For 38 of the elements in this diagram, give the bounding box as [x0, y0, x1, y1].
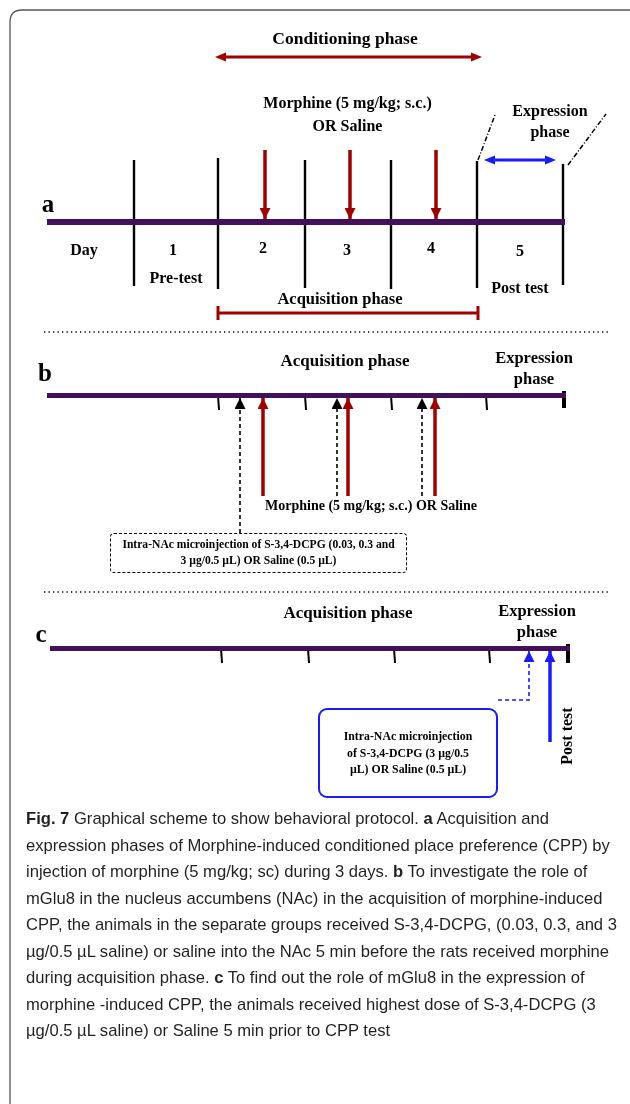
phase-label: Conditioning phase — [272, 27, 418, 50]
day-label: Day — [70, 240, 98, 261]
day-label: 5 — [516, 241, 524, 261]
panel-letter: a — [41, 189, 55, 219]
arrow — [429, 398, 441, 496]
timeline-bar — [47, 393, 566, 398]
phase-label: Acquisition phase — [280, 350, 410, 372]
timeline-bar — [47, 219, 565, 225]
treatment-label: Morphine (5 mg/kg; s.c.) OR Saline — [250, 496, 492, 516]
arrow — [342, 398, 354, 496]
phase-label: Acquisition phase — [277, 288, 403, 310]
dashed-arrow — [234, 397, 246, 534]
dashed-arrow — [416, 397, 428, 497]
dashed-arrow — [331, 397, 343, 497]
day-label: 1 — [169, 240, 177, 260]
day-label: 2 — [259, 238, 267, 258]
phase-label: Acquisition phase — [283, 602, 413, 624]
figure-caption: Fig. 7 Graphical scheme to show behavioral protocol. a Acquisition and expression phases of Morphine-induced conditioned place preference (CPP) by injection of morphine (5 mg/kg; sc) during 3 days. b To investigate the role of mGlu8 in the nucleus accumbens (NAc) in the acquisition of morphine-induced CPP, the animals in the separate groups received S-3,4-DCPG, (0.03, 0.3, and 3 µg/0.5 µL saline) or saline into the NAc 5 min before the rats received morphine during acquisition phase. c To find out the role of mGlu8 in the expression of morphine -induced CPP, the animals received highest dose of S-3,4-DCPG (3 µg/0.5 µL saline) or Saline 5 min prior to CPP test — [26, 808, 618, 1042]
injection-note-box: Intra-NAc microinjection of S-3,4-DCPG (3 µg/0.5 µL) OR Saline (0.5 µL) — [318, 708, 498, 798]
arrow — [257, 398, 269, 496]
phase-label: Expression phase — [511, 101, 589, 143]
arrow — [344, 150, 356, 219]
arrow — [544, 651, 556, 742]
day-label: 4 — [427, 238, 435, 258]
day-label: Pre-test — [149, 268, 203, 288]
phase-label: Expression phase — [494, 347, 574, 390]
injection-note-box: Intra-NAc microinjection of S-3,4-DCPG (0.03, 0.3 and 3 µg/0.5 µL) OR Saline (0.5 µL) — [110, 533, 407, 573]
arrow — [430, 150, 442, 219]
panel-letter: b — [38, 358, 52, 388]
panel-letter: c — [35, 619, 47, 649]
phase-label: Post test — [491, 278, 549, 298]
arrow — [259, 150, 271, 219]
timeline-bar — [50, 646, 570, 651]
dashed-arrow — [497, 650, 535, 701]
phase-label: Expression phase — [497, 600, 577, 643]
phase-label: Post test — [559, 707, 575, 765]
day-label: 3 — [343, 240, 351, 260]
treatment-label: Morphine (5 mg/kg; s.c.) OR Saline — [240, 78, 455, 150]
